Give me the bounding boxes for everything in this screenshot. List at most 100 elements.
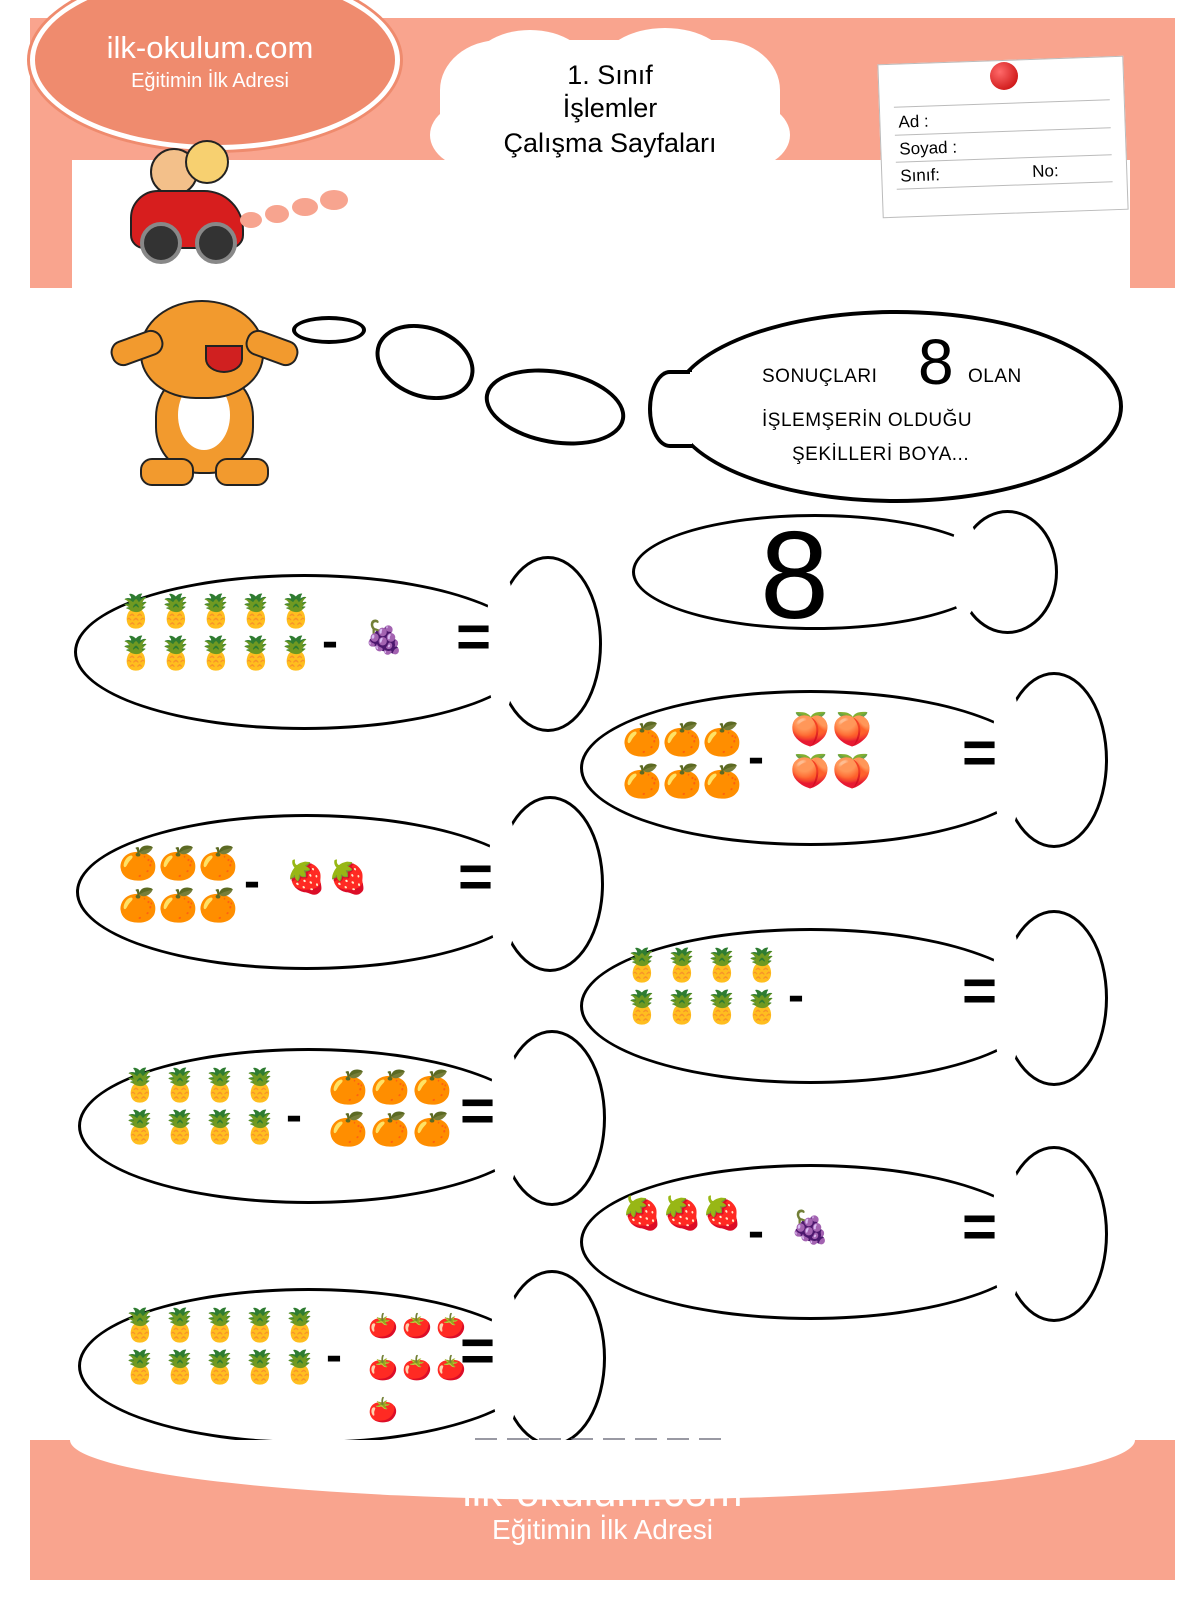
yellow-pineapple-icon: 🍍: [120, 1067, 160, 1103]
driver-head-icon: [185, 140, 229, 184]
pineapple-icon: 🍍: [120, 1349, 160, 1385]
speech-tail-cover: [690, 372, 730, 432]
yellow-pineapple-icon: 🍍: [240, 1067, 280, 1103]
strawberry-icon: 🍓: [662, 1195, 702, 1231]
orange-icon: 🍊: [370, 1111, 410, 1147]
equals-sign: =: [962, 957, 998, 1024]
tomato-icon: 🍅: [436, 1313, 466, 1340]
orange-icon: 🍊: [622, 763, 662, 799]
instruction-line-2: İŞLEMŞERİN OLDUĞU: [762, 410, 973, 431]
orange-icon: 🍊: [412, 1069, 452, 1105]
pineapple-icon: 🍍: [236, 593, 276, 629]
cloud-puff: [690, 100, 790, 170]
cloud-puff: [600, 28, 730, 108]
instruction-line-3: ŞEKİLLERİ BOYA...: [792, 444, 970, 465]
instruction-line-1-start: SONUÇLARI: [762, 366, 878, 387]
grapefruit-icon: 🍑: [790, 753, 830, 789]
raspberry-icon: 🍓: [328, 859, 368, 895]
yellow-pineapple-icon: 🍍: [200, 1109, 240, 1145]
number-label: No:: [1031, 161, 1060, 181]
cloud-puff: [470, 30, 590, 110]
pineapple-icon: 🍍: [200, 1307, 240, 1343]
orange-icon: 🍊: [702, 763, 742, 799]
page-title-line-3: Çalışma Sayfaları: [503, 128, 717, 158]
pineapple-icon: 🍍: [200, 1349, 240, 1385]
exhaust-puff: [320, 190, 348, 210]
tomato-icon: 🍅: [368, 1313, 398, 1340]
dog-foot: [140, 458, 194, 486]
grape-icon: 🍇: [364, 619, 404, 655]
orange-icon: 🍊: [412, 1111, 452, 1147]
yellow-pineapple-icon: 🍍: [120, 1109, 160, 1145]
pineapple-icon: 🍍: [236, 635, 276, 671]
minus-sign: -: [748, 1205, 764, 1258]
tomato-icon: 🍅: [436, 1355, 466, 1382]
orange-icon: 🍊: [328, 1069, 368, 1105]
strawberry-icon: 🍓: [702, 1195, 742, 1231]
yellow-pineapple-icon: 🍍: [662, 947, 702, 983]
exhaust-puff: [292, 198, 318, 216]
right-fruit-group: 🍇: [790, 1208, 832, 1246]
wheel-icon: [195, 222, 237, 264]
yellow-pineapple-icon: 🍍: [160, 1067, 200, 1103]
orange-icon: 🍊: [702, 721, 742, 757]
minus-sign: -: [244, 855, 260, 908]
pineapple-icon: 🍍: [240, 1307, 280, 1343]
pineapple-icon: 🍍: [116, 635, 156, 671]
dog-foot: [215, 458, 269, 486]
instruction-speech-bubble: [670, 310, 1123, 503]
footer-subtitle: Eğitimin İlk Adresi: [492, 1514, 713, 1545]
yellow-pineapple-icon: 🍍: [742, 947, 782, 983]
left-fruit-group: 🍓🍓🍓: [622, 1194, 742, 1232]
yellow-pineapple-icon: 🍍: [702, 947, 742, 983]
pineapple-icon: 🍍: [276, 635, 316, 671]
left-fruit-group: 🍍🍍🍍🍍🍍🍍🍍🍍🍍🍍: [120, 1306, 320, 1386]
tomato-icon: 🍅: [402, 1313, 432, 1340]
pineapple-icon: 🍍: [240, 1349, 280, 1385]
exhaust-puff: [240, 212, 262, 228]
pineapple-icon: 🍍: [116, 593, 156, 629]
card-rule: [893, 99, 1110, 108]
orange-icon: 🍊: [118, 845, 158, 881]
class-label: Sınıf:: [899, 165, 941, 186]
yellow-pineapple-icon: 🍍: [240, 1109, 280, 1145]
page-title-line-1: 1. Sınıf: [567, 60, 653, 90]
wheel-icon: [140, 222, 182, 264]
instruction-number: 8: [918, 326, 954, 398]
pineapple-icon: 🍍: [196, 593, 236, 629]
right-fruit-group: 🍑🍑🍑🍑: [790, 710, 874, 790]
thought-bubble-ring: [364, 310, 486, 414]
pineapple-icon: 🍍: [276, 593, 316, 629]
pineapple-icon: 🍍: [280, 1349, 320, 1385]
right-fruit-group: 🍅🍅🍅🍅🍅🍅🍅: [368, 1308, 470, 1430]
minus-sign: -: [788, 969, 804, 1022]
grape-icon: 🍇: [790, 1209, 830, 1245]
logo-badge[interactable]: [30, 0, 400, 150]
right-fruit-group: 🍊🍊🍊🍊🍊🍊: [328, 1068, 454, 1148]
yellow-pineapple-icon: 🍍: [200, 1067, 240, 1103]
tomato-icon: 🍅: [368, 1397, 398, 1424]
yellow-pineapple-icon: 🍍: [742, 989, 782, 1025]
name-label: Ad :: [898, 111, 929, 132]
raspberry-icon: 🍓: [286, 859, 326, 895]
orange-icon: 🍊: [158, 845, 198, 881]
cloud-puff: [430, 100, 530, 170]
right-fruit-group: 🍓🍓: [286, 858, 370, 896]
left-fruit-group: 🍊🍊🍊🍊🍊🍊: [622, 720, 742, 800]
grapefruit-icon: 🍑: [832, 711, 872, 747]
pineapple-icon: 🍍: [156, 635, 196, 671]
footer-site[interactable]: ilk-okulum.com: [462, 1468, 743, 1515]
left-fruit-group: 🍍🍍🍍🍍🍍🍍🍍🍍🍍🍍: [116, 592, 316, 672]
orange-icon: 🍊: [198, 887, 238, 923]
minus-sign: -: [322, 615, 338, 668]
target-number: 8: [760, 507, 829, 645]
left-fruit-group: 🍍🍍🍍🍍🍍🍍🍍🍍: [120, 1066, 280, 1146]
tomato-icon: 🍅: [368, 1355, 398, 1382]
surname-label: Soyad :: [899, 137, 958, 159]
orange-icon: 🍊: [370, 1069, 410, 1105]
orange-icon: 🍊: [158, 887, 198, 923]
minus-sign: -: [326, 1329, 342, 1382]
yellow-pineapple-icon: 🍍: [622, 989, 662, 1025]
equals-sign: =: [962, 719, 998, 786]
logo-text[interactable]: ilk-okulum.com: [106, 30, 314, 65]
